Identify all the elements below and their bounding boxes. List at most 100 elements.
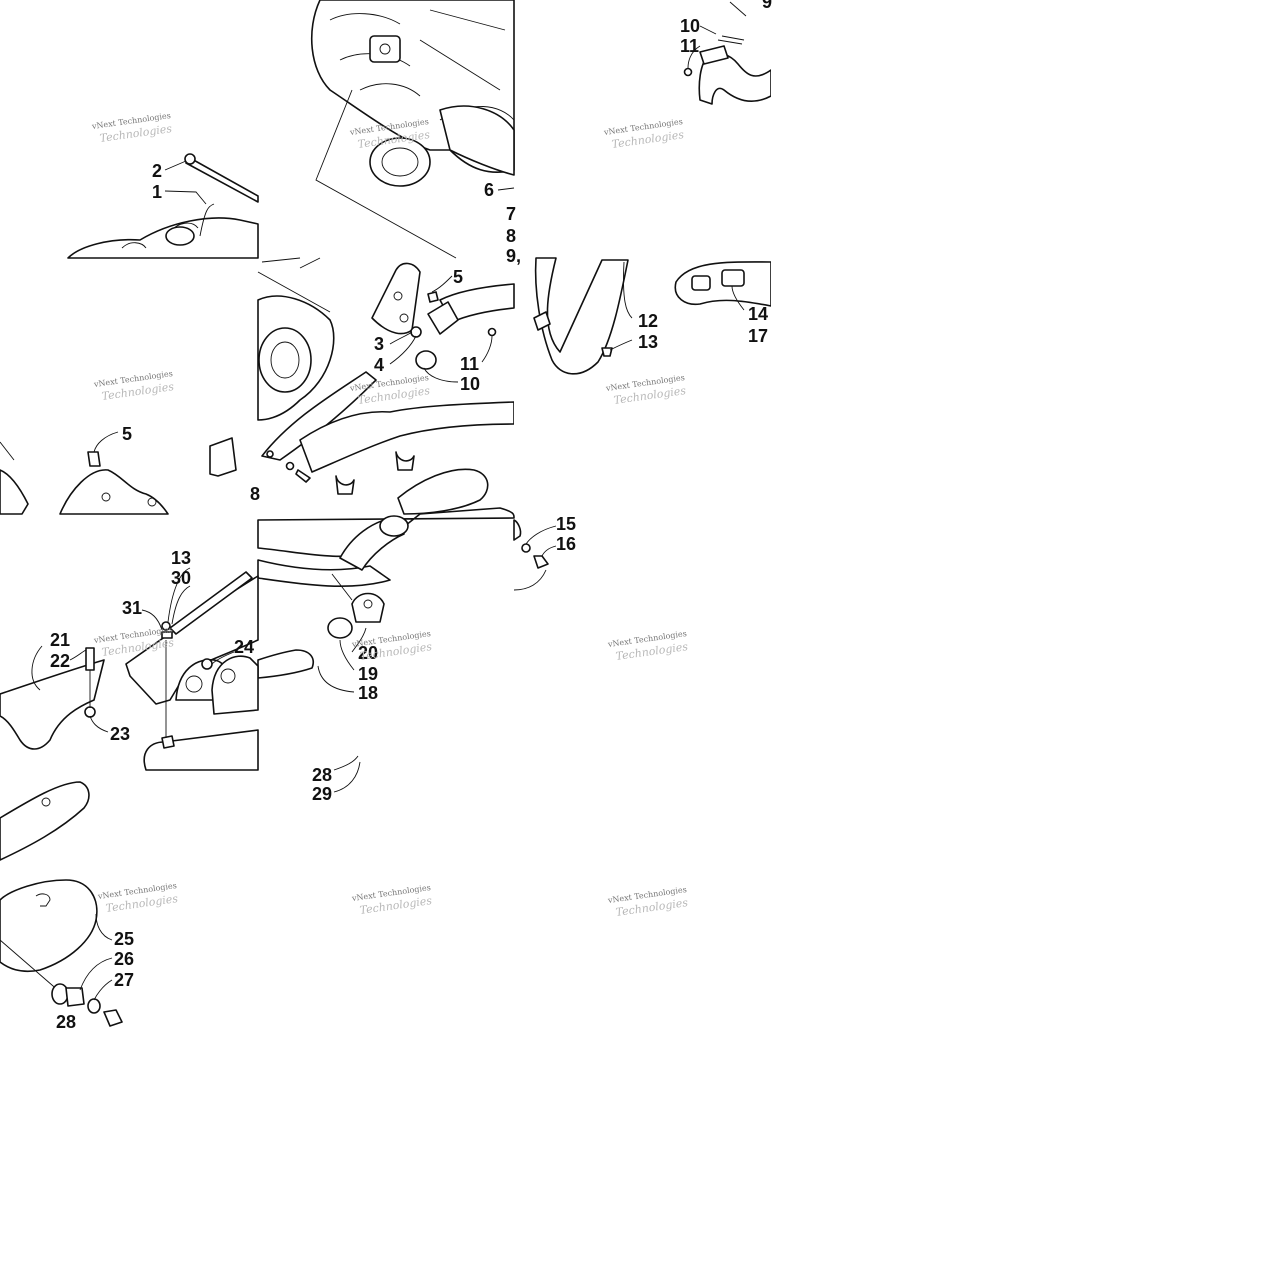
callout-18: 18: [358, 683, 378, 703]
mount-hole-a: [185, 675, 203, 693]
exhaust-header-pipe: [698, 52, 772, 105]
tile-top-center: [310, 0, 515, 259]
muffler-edge-left: [0, 469, 29, 515]
callout-14: 14: [748, 304, 768, 324]
callout-6: 6: [484, 180, 494, 200]
watermark: Technologies vNext Technologies: [92, 369, 175, 403]
callout-27: 27: [114, 970, 134, 990]
watermark: Technologies vNext Technologies: [96, 881, 179, 915]
header-nut: [683, 67, 693, 77]
shield-slot-b: [721, 269, 745, 287]
shield-slot-a: [691, 275, 711, 291]
shield-long-strip: [169, 571, 253, 635]
watermark: Technologies vNext Technologies: [602, 117, 685, 151]
muffler-front: [397, 468, 489, 515]
callout-15: 15: [556, 514, 576, 534]
tailpipe-section: [534, 257, 629, 375]
mount-clip: [161, 735, 175, 749]
watermark: Technologies vNext Technologies: [90, 111, 173, 145]
bracket-bolt-left: [87, 451, 101, 467]
engine-cylinder: [369, 137, 431, 187]
callout-22: 22: [50, 651, 70, 671]
tile-top-left: [67, 153, 259, 259]
exhaust-port: [165, 226, 195, 246]
muffler-bolt: [103, 1009, 123, 1027]
gasket-flange: [427, 301, 459, 335]
flywheel-cover: [258, 327, 312, 393]
end-cap-edge: [513, 519, 522, 541]
muffler-lower-body: [143, 729, 259, 771]
shield-screw-top: [161, 621, 171, 631]
callout-31: 31: [122, 598, 142, 618]
tile-mid-left: [0, 431, 237, 515]
crankcase-lower: [439, 105, 515, 176]
tile-lower-left: [0, 567, 259, 771]
callout-13b: 13: [171, 548, 191, 568]
callout-3: 3: [374, 334, 384, 354]
callout-25: 25: [114, 929, 134, 949]
callout-28b: 28: [56, 1012, 76, 1032]
callout-26: 26: [114, 949, 134, 969]
callout-12: 12: [638, 311, 658, 331]
callout-labels: 9 10 11 2 1 6 7 8 9, 5 3 4 11 10 12 13 1…: [50, 0, 772, 1032]
callout-30: 30: [171, 568, 191, 588]
callout-11b: 11: [460, 354, 479, 374]
callout-2: 2: [152, 161, 162, 181]
heat-shield-front: [0, 659, 105, 750]
callout-1: 1: [152, 182, 162, 202]
callout-17: 17: [748, 326, 768, 346]
small-washer: [266, 450, 274, 458]
callout-29: 29: [312, 784, 332, 804]
engine-mount-bracket: [369, 35, 401, 63]
muffler-grommet: [51, 983, 69, 1005]
tailpipe-lower: [257, 649, 314, 679]
callout-5a: 5: [453, 267, 463, 287]
callout-5b: 5: [122, 424, 132, 444]
shield-washer-31: [161, 631, 173, 639]
callout-24: 24: [234, 637, 254, 657]
head-bolt: [185, 157, 259, 203]
small-bolt: [295, 469, 311, 483]
callout-21: 21: [50, 630, 70, 650]
callout-23: 23: [110, 724, 130, 744]
callout-11a: 11: [680, 36, 699, 56]
muffler-spacer: [65, 987, 85, 1007]
callout-4: 4: [374, 355, 384, 375]
mount-bracket-left: [59, 469, 169, 515]
shield-screw: [601, 347, 613, 357]
pipe-clamp-b: [335, 475, 355, 495]
header-gasket: [415, 350, 437, 370]
cylinder-head: [67, 217, 259, 259]
muffler-washer: [87, 998, 101, 1014]
pipe-clamp-a: [395, 451, 415, 471]
shield-nut-23: [84, 706, 96, 718]
muffler-heat-shield: [0, 781, 90, 861]
callout-28a: 28: [312, 765, 332, 785]
tile-mid-right: [533, 257, 772, 375]
rear-muffler: [0, 879, 98, 973]
tile-mid-center: [257, 257, 515, 515]
callout-8b: 8: [250, 484, 260, 504]
callout-9a: 9: [762, 0, 772, 12]
small-nut: [285, 461, 295, 471]
flange-nut: [410, 326, 422, 338]
head-bolt-cap: [184, 153, 196, 165]
pipe-coupler: [327, 617, 353, 639]
callout-19: 19: [358, 664, 378, 684]
tailpipe-clamp: [533, 311, 551, 331]
muffler-outlet-pipe: [257, 559, 391, 587]
mount-hole-b: [220, 668, 236, 684]
callout-7: 7: [506, 204, 516, 224]
header-flange: [699, 45, 729, 65]
flange-stud: [487, 327, 497, 337]
end-cap-bolt: [533, 555, 549, 569]
callout-13a: 13: [638, 332, 658, 352]
inlet-collar: [379, 515, 409, 537]
callout-8: 8: [506, 226, 516, 246]
tile-lower-right: [513, 519, 557, 591]
watermark: Technologies vNext Technologies: [350, 629, 433, 663]
manifold-bracket: [371, 262, 421, 335]
